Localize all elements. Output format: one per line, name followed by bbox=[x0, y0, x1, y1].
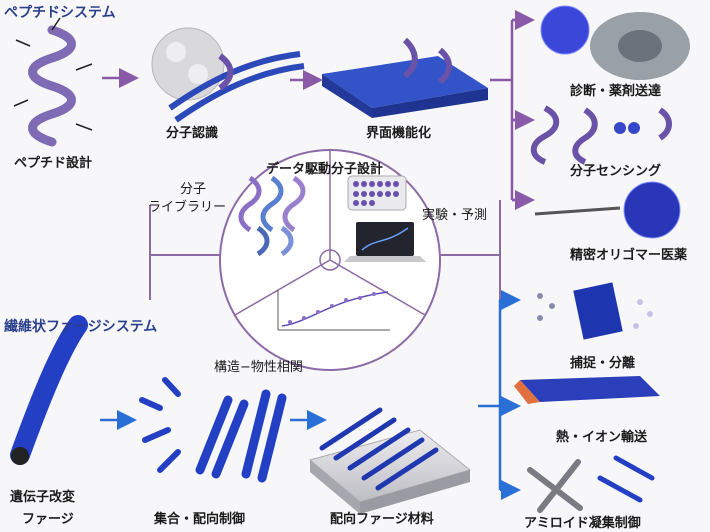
molecular-sensing-illustration bbox=[530, 105, 672, 165]
oriented-phage-material-illustration bbox=[308, 407, 472, 514]
label-gene-line2: ファージ bbox=[22, 512, 74, 527]
data-driven-design-circle bbox=[219, 149, 441, 371]
section-heading-phage: 繊維状ファージシステム bbox=[4, 319, 158, 335]
oligomer-medicine-illustration bbox=[534, 181, 681, 239]
label-library-line1: 分子 bbox=[180, 182, 207, 197]
left-bracket-connector bbox=[149, 205, 220, 300]
label-experiment-prediction: 実験・予測 bbox=[422, 208, 488, 223]
label-oligomer-medicine: 精密オリゴマー医薬 bbox=[570, 248, 688, 263]
label-amyloid-control: アミロイド凝集制御 bbox=[524, 516, 641, 531]
label-molecular-sensing: 分子センシング bbox=[570, 164, 662, 179]
amyloid-aggregation-illustration bbox=[527, 455, 655, 513]
center-title: データ駆動分子設計 bbox=[266, 162, 384, 177]
right-bracket-connector bbox=[440, 200, 501, 300]
peptide-helix-illustration bbox=[13, 17, 93, 147]
phage-rod-illustration bbox=[10, 315, 88, 465]
label-assembly-orientation: 集合・配向制御 bbox=[154, 512, 246, 527]
section-heading-peptide: ペプチドシステム bbox=[4, 5, 116, 21]
label-heat-ion-transport: 熱・イオン輸送 bbox=[556, 430, 648, 445]
label-capture-separation: 捕捉・分離 bbox=[570, 356, 636, 371]
interface-membrane-illustration bbox=[322, 37, 488, 118]
label-interface-function: 界面機能化 bbox=[366, 126, 432, 141]
phage-assembly-illustration bbox=[139, 377, 287, 483]
drug-delivery-illustration bbox=[540, 5, 690, 80]
label-oriented-material: 配向ファージ材料 bbox=[330, 512, 434, 527]
label-structure-property: 構造−物性相関 bbox=[214, 360, 303, 375]
molecular-recognition-illustration bbox=[151, 27, 305, 123]
label-gene-line1: 遺伝子改変 bbox=[10, 490, 76, 505]
label-library-line2: ライブラリー bbox=[148, 200, 227, 215]
purple-branch-connector bbox=[510, 18, 528, 202]
heat-ion-transport-illustration bbox=[514, 376, 660, 404]
label-peptide-design: ペプチド設計 bbox=[14, 156, 93, 171]
label-molecular-recognition: 分子認識 bbox=[166, 126, 219, 141]
capture-separation-illustration bbox=[537, 282, 653, 340]
label-diagnosis-delivery: 診断・薬剤送達 bbox=[570, 84, 662, 99]
